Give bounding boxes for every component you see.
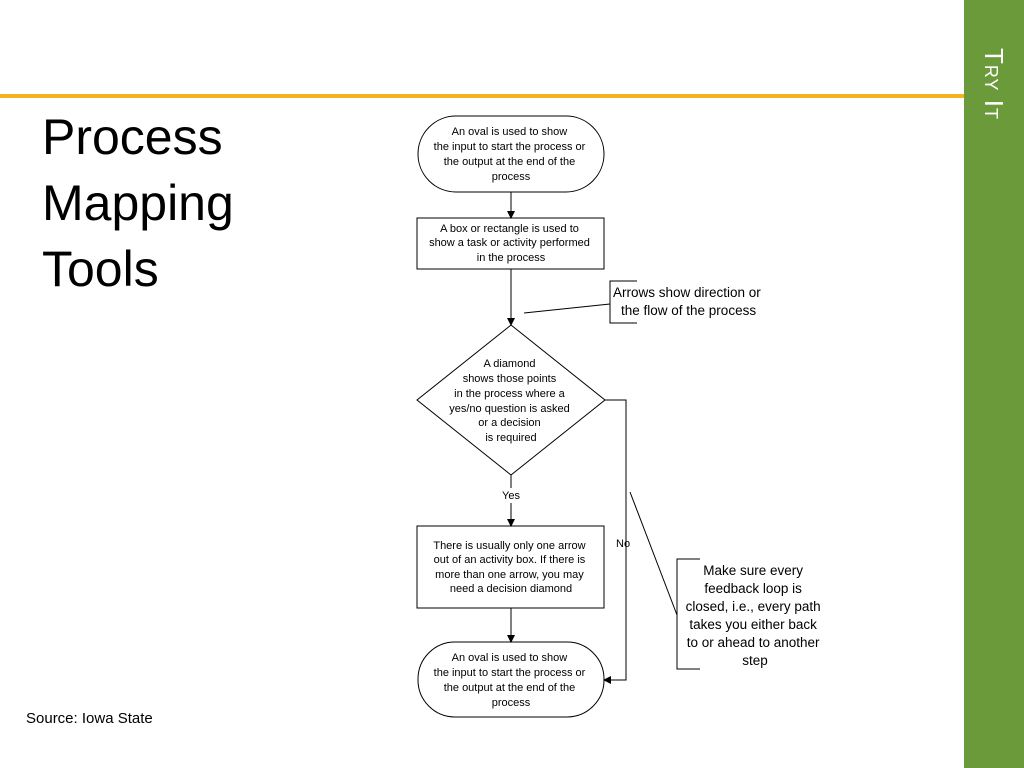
box-task-line: A box or rectangle is used to	[440, 223, 579, 235]
diamond-text: A diamond shows those points in the proc…	[449, 358, 573, 444]
oval-top-line: process	[492, 171, 531, 183]
arrows-note-line: Arrows show direction or	[613, 285, 761, 300]
arrows-note-line: the flow of the process	[621, 303, 756, 318]
box-task	[416, 217, 605, 270]
diamond-line: is required	[485, 432, 536, 444]
oval-top-text: An oval is used to show the input to sta…	[434, 126, 589, 183]
header-rule	[0, 94, 964, 98]
oval-bottom-line: the output at the end of the	[444, 682, 576, 694]
diamond-line: shows those points	[463, 373, 557, 385]
box-arrow-line: need a decision diamond	[450, 583, 572, 595]
loop-note-line: step	[742, 653, 768, 668]
leader-loop-note	[629, 491, 678, 616]
box-task-line: show a task or activity performed	[429, 237, 590, 249]
bracket-arrows-note	[609, 280, 637, 324]
loop-note-line: Make sure every	[703, 563, 803, 578]
title-line-1: Process	[42, 109, 223, 165]
bracket-loop-note	[676, 558, 700, 670]
oval-bottom-line: An oval is used to show	[452, 652, 568, 664]
loop-note-text: Make sure every feedback loop is closed,…	[686, 563, 825, 668]
loop-note-line: feedback loop is	[704, 581, 802, 596]
box-arrow-line: out of an activity box. If there is	[434, 554, 586, 566]
box-arrow-line: There is usually only one arrow	[433, 540, 585, 552]
page-title: Process Mapping Tools	[42, 104, 342, 302]
leader-arrows-note	[523, 303, 611, 314]
box-task-line: in the process	[477, 252, 546, 264]
loop-note-line: to or ahead to another	[687, 635, 820, 650]
source-caption: Source: Iowa State	[26, 710, 153, 727]
yes-label: Yes	[502, 490, 520, 502]
diamond-line: or a decision	[478, 417, 540, 429]
title-line-3: Tools	[42, 241, 159, 297]
oval-top-line: the input to start the process or	[434, 141, 586, 153]
box-arrow-note-text: There is usually only one arrow out of a…	[433, 540, 588, 595]
diamond-line: in the process where a	[454, 388, 566, 400]
loop-note-line: takes you either back	[689, 617, 817, 632]
decision-diamond	[416, 324, 606, 476]
oval-bottom-text: An oval is used to show the input to sta…	[434, 652, 589, 709]
flowchart: An oval is used to show the input to sta…	[416, 115, 825, 718]
arrows-note-text: Arrows show direction or the flow of the…	[613, 285, 765, 318]
diamond-line: A diamond	[483, 358, 535, 370]
no-label: No	[616, 538, 630, 550]
box-arrow-line: more than one arrow, you may	[435, 569, 584, 581]
oval-top-line: An oval is used to show	[452, 126, 568, 138]
oval-bottom-line: the input to start the process or	[434, 667, 586, 679]
oval-bottom-line: process	[492, 697, 531, 709]
side-label: Try It	[979, 48, 1009, 121]
side-bar	[964, 0, 1024, 768]
box-task-text: A box or rectangle is used to show a tas…	[429, 223, 593, 264]
no-path-connector	[603, 399, 627, 684]
loop-note-line: closed, i.e., every path	[686, 599, 821, 614]
oval-top-line: the output at the end of the	[444, 156, 576, 168]
title-line-2: Mapping	[42, 175, 234, 231]
box-arrow-note	[416, 525, 605, 609]
diamond-line: yes/no question is asked	[449, 403, 569, 415]
